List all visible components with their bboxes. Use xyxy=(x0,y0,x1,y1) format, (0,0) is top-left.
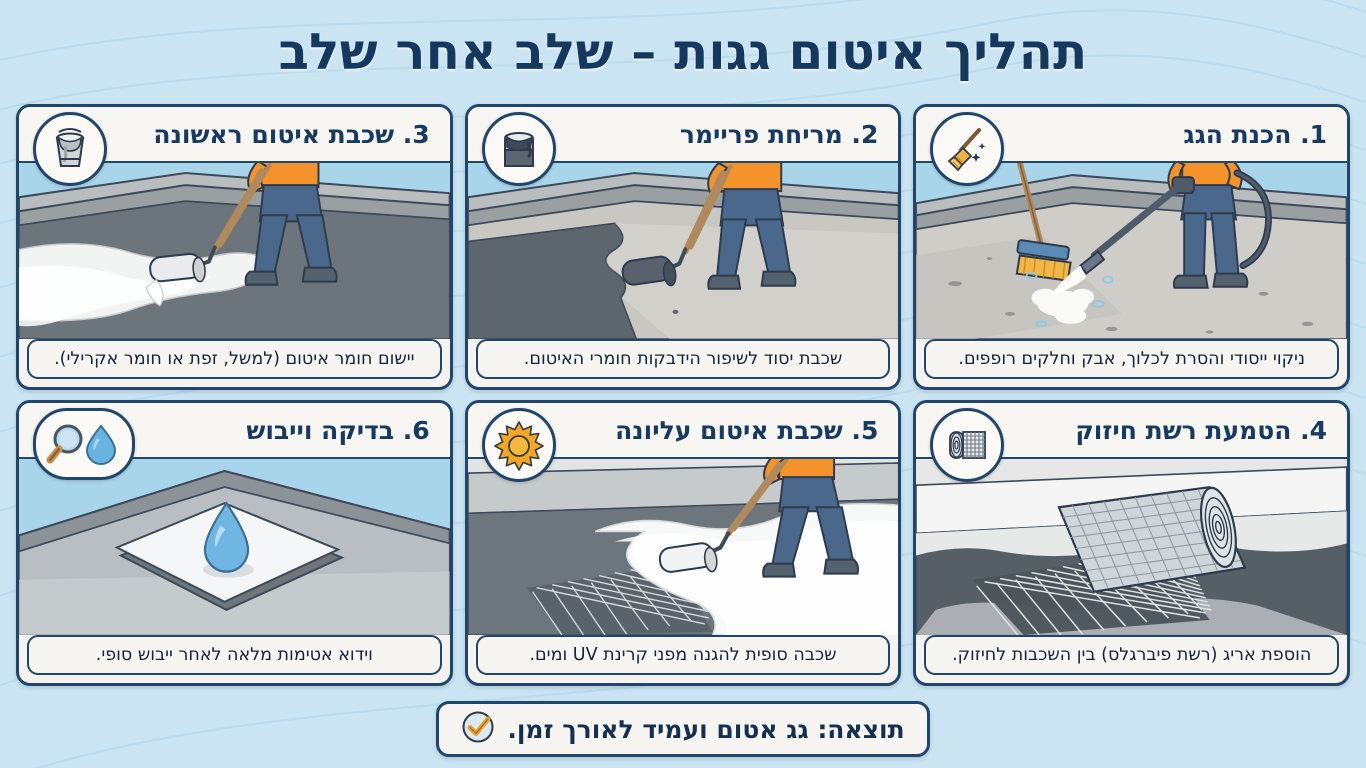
step-caption-text-1: ניקוי ייסודי והסרת לכלוך, אבק וחלקים רופ… xyxy=(958,349,1305,369)
step-title-2: 2. מריחת פריימר xyxy=(679,119,879,149)
step-caption-6: וידוא אטימות מלאה לאחר ייבוש סופי. xyxy=(27,635,442,675)
step-title-3: 3. שכבת איטום ראשונה xyxy=(153,119,430,149)
broom-icon xyxy=(930,112,1005,186)
footer-area: תוצאה: גג אטום ועמיד לאורך זמן. xyxy=(0,690,1366,768)
step-caption-text-4: הוספת אריג (רשת פיברגלס) בין השכבות לחיז… xyxy=(952,645,1312,665)
step-caption-5: שכבה סופית להגנה מפני קרינת UV ומים. xyxy=(475,635,891,675)
step-illustration-6 xyxy=(19,459,450,635)
step-title-1: 1. הכנת הגג xyxy=(1183,119,1327,149)
step-caption-text-3: יישום חומר איטום (למשל, זפת או חומר אקרי… xyxy=(54,349,415,369)
magnifier-waterdrop-icon xyxy=(33,408,136,480)
title-area: תהליך איטום גגות – שלב אחר שלב xyxy=(0,0,1366,104)
step-title-5: 5. שכבת איטום עליונה xyxy=(615,415,879,445)
step-card-5[interactable]: 5. שכבת איטום עליונה xyxy=(464,400,902,686)
step-title-6: 6. בדיקה וייבוש xyxy=(246,415,430,445)
step-caption-3: יישום חומר איטום (למשל, זפת או חומר אקרי… xyxy=(27,339,442,379)
step-caption-4: הוספת אריג (רשת פיברגלס) בין השכבות לחיז… xyxy=(924,635,1339,675)
waterdrop-part xyxy=(86,424,117,465)
steps-grid: 1. הכנת הגג xyxy=(0,104,1366,690)
step-illustration-4 xyxy=(916,459,1347,635)
mesh-roll-icon xyxy=(930,408,1005,482)
step-card-2[interactable]: 2. מריחת פריימר xyxy=(464,104,902,390)
step-illustration-2 xyxy=(467,163,899,339)
step-caption-text-2: שכבת יסוד לשיפור הידבקות חומרי האיטום. xyxy=(523,349,843,369)
step-card-1[interactable]: 1. הכנת הגג xyxy=(913,104,1350,390)
paint-can-icon xyxy=(481,112,556,186)
magnifier-part xyxy=(46,424,83,464)
step-card-4[interactable]: 4. הטמעת רשת חיזוק xyxy=(913,400,1350,686)
sun-icon xyxy=(481,408,556,482)
result-text: תוצאה: גג אטום ועמיד לאורך זמן. xyxy=(507,714,905,744)
step-caption-2: שכבת יסוד לשיפור הידבקות חומרי האיטום. xyxy=(475,339,891,379)
check-circle-icon xyxy=(461,710,495,748)
step-title-4: 4. הטמעת רשת חיזוק xyxy=(1075,415,1327,445)
page-title: תהליך איטום גגות – שלב אחר שלב xyxy=(278,23,1088,81)
step-caption-text-5: שכבה סופית להגנה מפני קרינת UV ומים. xyxy=(529,645,837,665)
step-illustration-5 xyxy=(467,459,899,635)
step-caption-1: ניקוי ייסודי והסרת לכלוך, אבק וחלקים רופ… xyxy=(924,339,1339,379)
step-card-3[interactable]: 3. שכבת איטום ראשונה xyxy=(16,104,453,390)
step-illustration-1 xyxy=(916,163,1347,339)
result-banner: תוצאה: גג אטום ועמיד לאורך זמן. xyxy=(436,701,930,757)
step-caption-text-6: וידוא אטימות מלאה לאחר ייבוש סופי. xyxy=(95,645,373,665)
bucket-icon xyxy=(33,112,108,186)
step-card-6[interactable]: 6. בדיקה וייבוש xyxy=(16,400,453,686)
step-illustration-3 xyxy=(19,163,450,339)
